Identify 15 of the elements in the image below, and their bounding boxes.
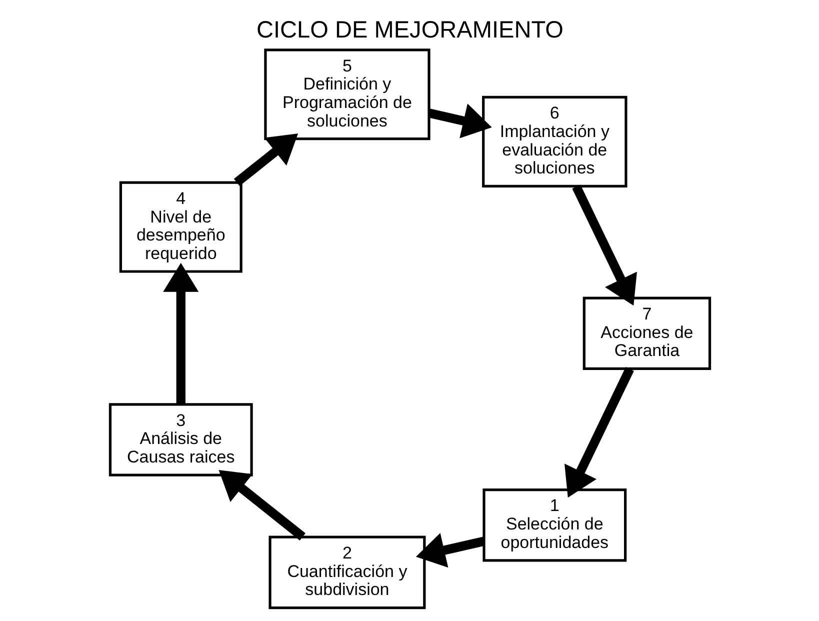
arrow [415,532,484,568]
node-box: 3 Análisis de Causas raices [108,403,252,476]
arrow [218,470,305,540]
node-box: 6 Implantación y evaluación de soluciones [482,96,627,188]
diagram-title: CICLO DE MEJORAMIENTO [256,16,564,42]
node-box: 4 Nivel de desempeño requerido [118,181,242,273]
arrow [428,104,492,138]
arrow [572,184,636,306]
node-box: 2 Cuantificación y subdivision [268,536,426,610]
node-box: 1 Selección de oportunidades [482,488,626,562]
arrow [162,262,198,404]
arrow [233,134,298,186]
node-box: 7 Acciones de Garantia [582,296,711,370]
node-box: 5 Definición y Programación de soluciones [264,48,430,140]
arrow [564,367,634,498]
